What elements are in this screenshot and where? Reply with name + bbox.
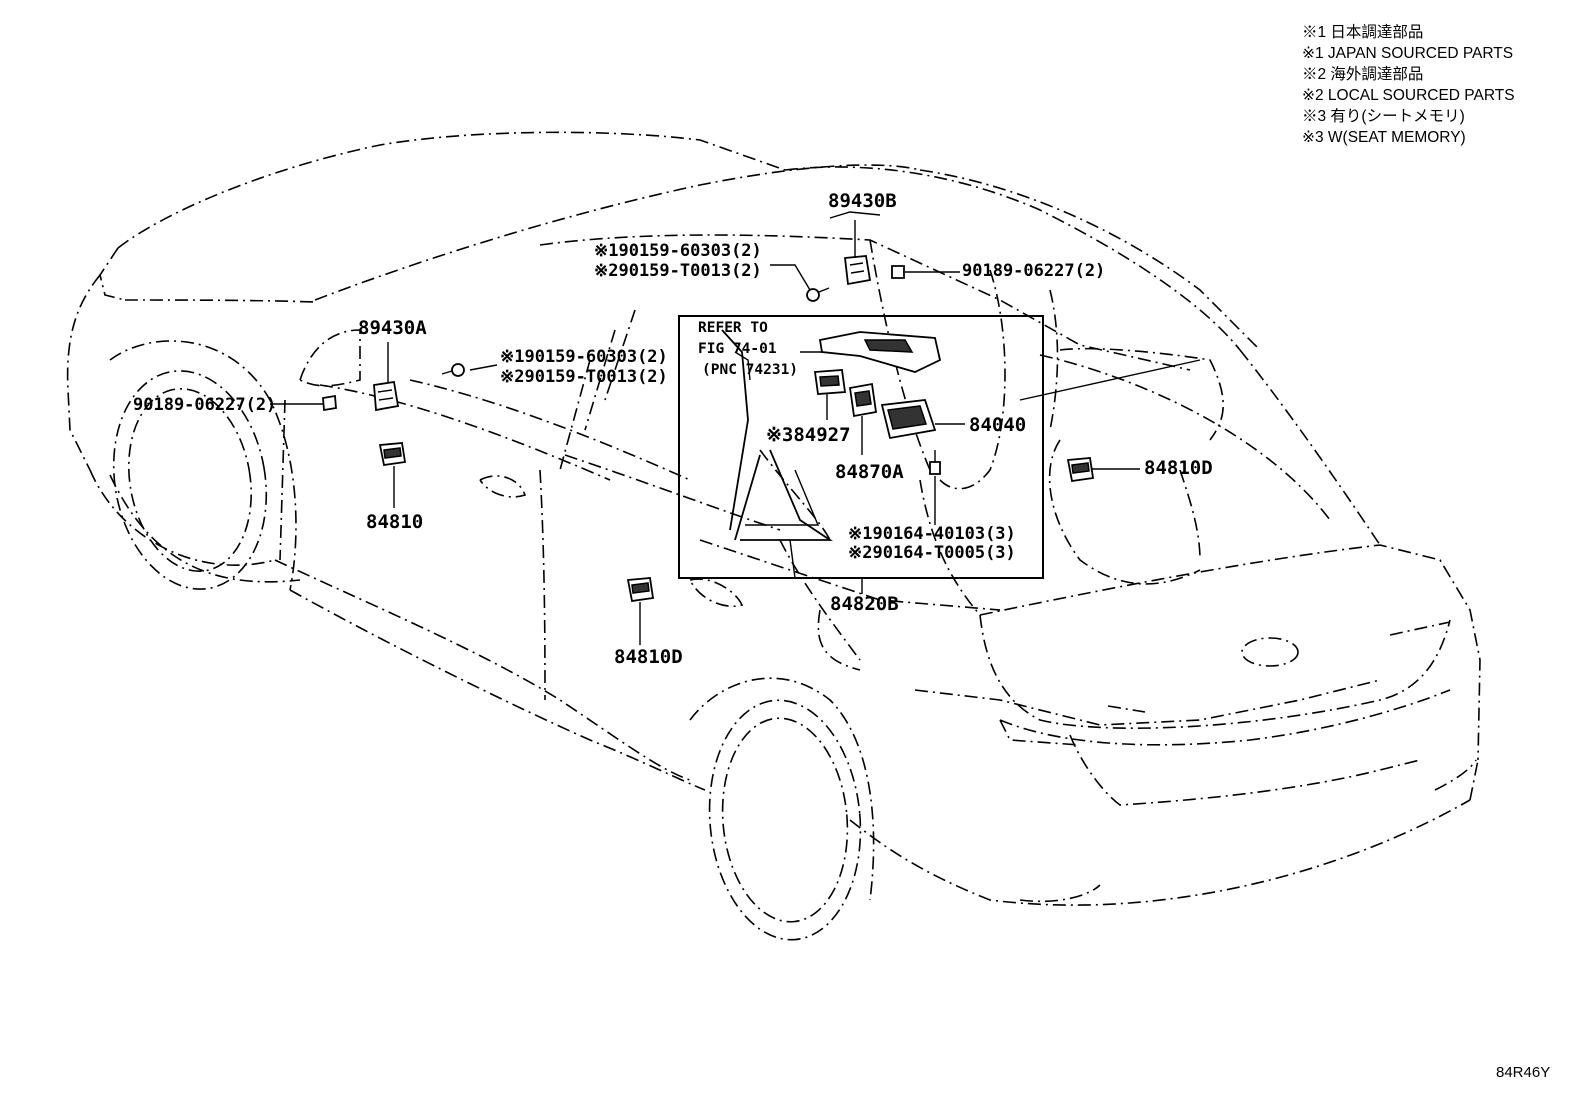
label-screw-1: ※190164-40103(3) — [848, 524, 1016, 544]
legend-line-2: ※1 JAPAN SOURCED PARTS — [1302, 45, 1514, 62]
label-89430a-bolt-2: ※290159-T0013(2) — [500, 367, 668, 387]
armrest-panel-icon — [818, 331, 942, 373]
switch-84927-icon — [813, 369, 847, 395]
label-84927: ※384927 — [766, 424, 851, 446]
legend-line-3: ※2 海外調達部品 — [1302, 66, 1424, 83]
label-89430b: 89430B — [828, 190, 897, 212]
sensor-89430a-icon — [373, 380, 400, 412]
refer-line-1: REFER TO — [698, 320, 768, 336]
refer-line-3: (PNC 74231) — [702, 362, 798, 378]
label-84810d-left: 84810D — [614, 646, 683, 668]
car-outline — [66, 131, 1481, 941]
label-84820b: 84820B — [830, 593, 899, 615]
bolt-icon — [441, 363, 465, 377]
label-89430b-nut: 90189-06227(2) — [962, 261, 1105, 281]
label-84810: 84810 — [366, 511, 423, 533]
legend-line-5: ※3 有り(シートメモリ) — [1302, 108, 1465, 125]
label-screw-2: ※290164-T0005(3) — [848, 543, 1016, 563]
switch-84810-icon — [378, 442, 407, 467]
label-84870a: 84870A — [835, 461, 904, 483]
nut-icon — [322, 394, 337, 412]
switch-84870a-icon — [848, 382, 878, 418]
label-84810d-right: 84810D — [1144, 457, 1213, 479]
screw-icon — [929, 450, 941, 475]
label-89430a-nut: 90189-06227(2) — [133, 395, 276, 415]
legend-line-4: ※2 LOCAL SOURCED PARTS — [1302, 87, 1515, 104]
refer-box — [678, 315, 1044, 579]
leader-lines — [270, 211, 1201, 645]
label-89430a: 89430A — [358, 317, 427, 339]
switch-84810d-left-icon — [626, 577, 655, 603]
figure-code: 84R46Y — [1496, 1064, 1551, 1081]
bolt-icon — [806, 287, 830, 302]
label-89430a-bolt-1: ※190159-60303(2) — [500, 347, 668, 367]
legend-line-6: ※3 W(SEAT MEMORY) — [1302, 129, 1466, 146]
label-89430b-bolt-2: ※290159-T0013(2) — [594, 261, 762, 281]
legend: ※1 日本調達部品 ※1 JAPAN SOURCED PARTS ※2 海外調達… — [1302, 22, 1515, 148]
refer-line-2: FIG 74-01 — [698, 341, 777, 357]
master-switch-84040-icon — [880, 399, 937, 440]
sensor-89430b-icon — [844, 255, 872, 286]
switch-84810d-right-icon — [1066, 457, 1095, 483]
nut-icon — [891, 265, 905, 279]
legend-line-1: ※1 日本調達部品 — [1302, 24, 1424, 41]
label-84040: 84040 — [969, 414, 1026, 436]
label-89430b-bolt-1: ※190159-60303(2) — [594, 241, 762, 261]
